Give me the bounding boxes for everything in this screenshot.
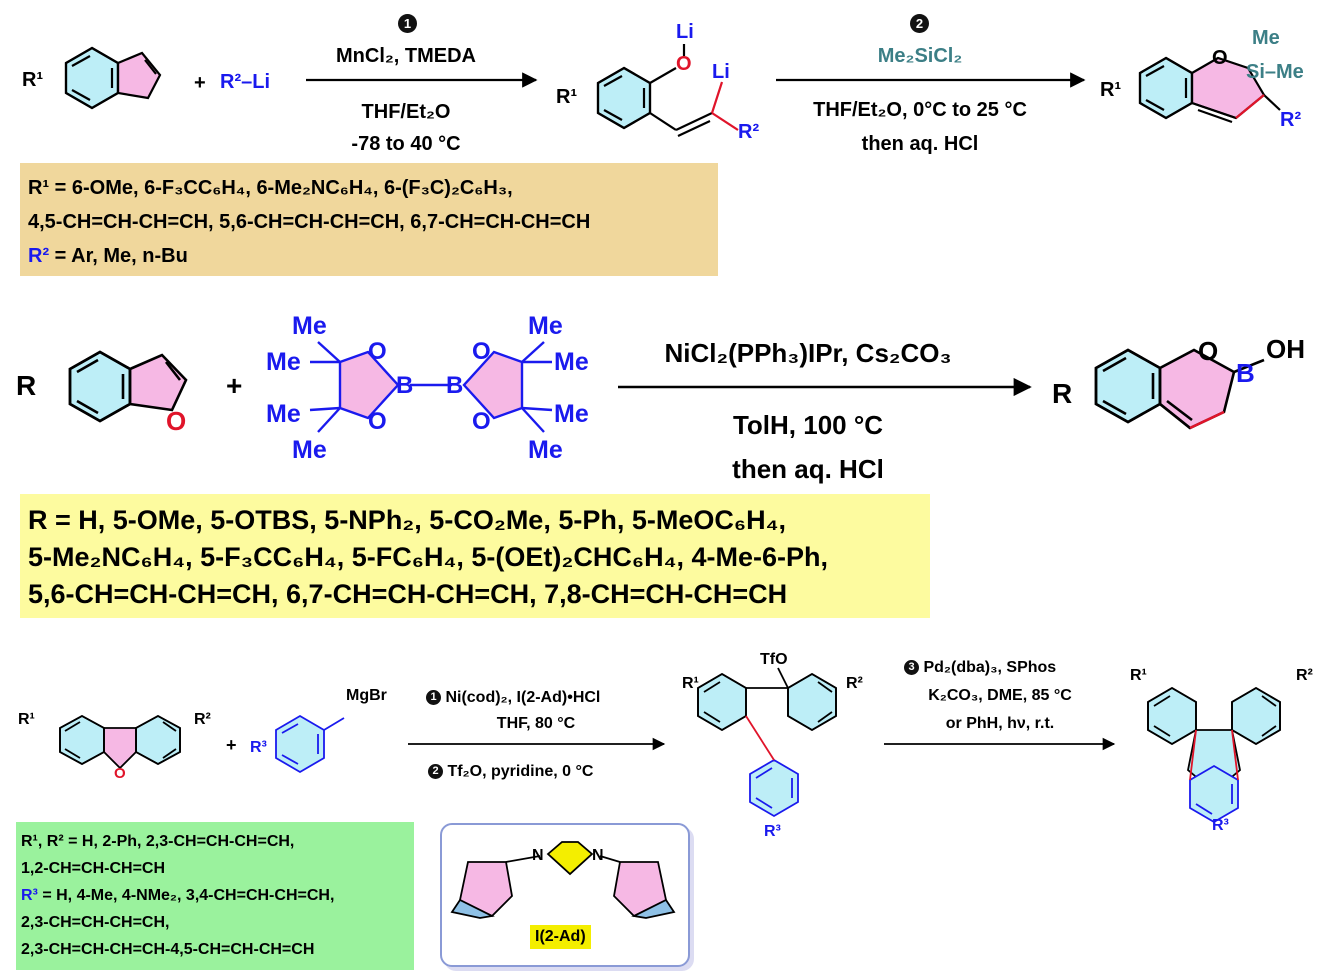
b2pin2 xyxy=(309,341,553,433)
s1-int-o: O xyxy=(676,53,692,75)
s2-prod-r: R xyxy=(1052,378,1073,409)
s2-furan-o: O xyxy=(166,406,187,436)
scope-box-3: R¹, R² = H, 2-Ph, 2,3-CH=CH-CH=CH, 1,2-C… xyxy=(16,822,414,970)
s1-prod-r1: R¹ xyxy=(1100,79,1122,101)
scope3-line4: 2,3-CH=CH-CH=CH, xyxy=(21,914,170,931)
s2-me-8: Me xyxy=(528,436,563,464)
s1-r1: R¹ xyxy=(22,69,44,91)
scope2-line2: 5-Me₂NC₆H₄, 5-F₃CC₆H₄, 5-FC₆H₄, 5-(OEt)₂… xyxy=(28,542,829,572)
s2-prod-oh: OH xyxy=(1266,334,1305,364)
s2-o-2: O xyxy=(368,408,387,435)
s3-step3-line2: K₂CO₃, DME, 85 °C xyxy=(928,687,1072,704)
scope1-line3: R² = Ar, Me, n-Bu xyxy=(20,239,718,273)
benzofuran-2 xyxy=(68,350,188,423)
s2-o-3: O xyxy=(472,338,491,365)
s1-prod-si-me: Si–Me xyxy=(1246,61,1304,83)
s3-step3-line3: or PhH, hν, r.t. xyxy=(945,715,1055,732)
s3-int-r1: R¹ xyxy=(682,675,699,692)
s1-int-li-o: Li xyxy=(676,21,694,43)
s1-step2-cond2: then aq. HCl xyxy=(861,133,979,155)
s3-step1-cond: THF, 80 °C xyxy=(496,715,576,732)
ligand-structure xyxy=(450,841,676,919)
s1-step2-badge: 2 xyxy=(910,14,929,33)
s2-prod-o: O xyxy=(1198,336,1219,366)
s3-plus: + xyxy=(226,735,237,755)
benzofuran-1 xyxy=(64,46,162,110)
s3-prod-r3: R³ xyxy=(1212,817,1229,834)
scope-box-2: R = H, 5-OMe, 5-OTBS, 5-NPh₂, 5-CO₂Me, 5… xyxy=(20,494,930,618)
s2-cond-bottom1: TolH, 100 °C xyxy=(732,410,884,440)
scope3-r3-label: R³ xyxy=(21,887,38,904)
scope3-r3-values: = H, 4-Me, 4-NMe₂, 3,4-CH=CH-CH=CH, xyxy=(37,887,335,904)
scope1-line2: 4,5-CH=CH-CH=CH, 5,6-CH=CH-CH=CH, 6,7-CH… xyxy=(28,211,591,233)
s1-cond-bottom2: -78 to 40 °C xyxy=(351,133,461,155)
s1-prod-r2: R² xyxy=(1280,109,1302,131)
s1-int-li-c: Li xyxy=(712,61,730,83)
s3-step1: 1 Ni(cod)₂, I(2-Ad)•HCl xyxy=(426,690,600,706)
s2-me-4: Me xyxy=(292,436,327,464)
scope2-line3: 5,6-CH=CH-CH=CH, 6,7-CH=CH-CH=CH, 7,8-CH… xyxy=(28,579,788,609)
scope3-line2: 1,2-CH=CH-CH=CH xyxy=(21,860,166,877)
scope1-line1: R¹ = 6-OMe, 6-F₃CC₆H₄, 6-Me₂NC₆H₄, 6-(F₃… xyxy=(28,177,513,199)
scope2-line1: R = H, 5-OMe, 5-OTBS, 5-NPh₂, 5-CO₂Me, 5… xyxy=(28,505,786,535)
intermediate-1 xyxy=(596,66,713,137)
s1-int-r1: R¹ xyxy=(556,86,578,108)
s2-cond-bottom2: then aq. HCl xyxy=(732,454,884,484)
s2-plus: + xyxy=(226,370,243,401)
s2-me-2: Me xyxy=(266,348,301,376)
scope3-line1: R¹, R² = H, 2-Ph, 2,3-CH=CH-CH=CH, xyxy=(21,833,295,850)
s3-r1: R¹ xyxy=(18,711,35,728)
s3-prod-r1: R¹ xyxy=(1130,667,1147,684)
s3-int-tfo: TfO xyxy=(760,651,788,668)
aryl-grignard xyxy=(275,714,345,774)
scope1-r2-label: R² xyxy=(28,245,50,267)
s2-b-1: B xyxy=(396,372,414,399)
scope3-line5: 2,3-CH=CH-CH=CH-4,5-CH=CH-CH=CH xyxy=(21,941,315,958)
s2-me-5: Me xyxy=(528,312,563,340)
ligand-n1: N xyxy=(532,847,544,864)
intermediate-3 xyxy=(697,667,837,732)
s2-me-1: Me xyxy=(292,312,327,340)
s1-cond-top: MnCl₂, TMEDA xyxy=(336,45,476,67)
product-2 xyxy=(1094,348,1265,430)
s1-int-r2: R² xyxy=(738,121,760,143)
s3-step3-line1: 3 Pd₂(dba)₃, SPhos xyxy=(904,660,1056,676)
scope-box-1: R¹ = 6-OMe, 6-F₃CC₆H₄, 6-Me₂NC₆H₄, 6-(F₃… xyxy=(20,163,718,276)
s1-step2-reagent: Me₂SiCl₂ xyxy=(877,45,963,67)
s1-plus: + xyxy=(194,72,206,94)
s1-step2-cond1: THF/Et₂O, 0°C to 25 °C xyxy=(813,99,1027,121)
scope1-r2-values: = Ar, Me, n-Bu xyxy=(49,245,188,267)
s1-step1-badge: 1 xyxy=(398,14,417,33)
dibenzofuran xyxy=(59,714,181,770)
s2-o-4: O xyxy=(472,408,491,435)
product-1 xyxy=(1138,56,1281,124)
s1-cond-bottom1: THF/Et₂O xyxy=(361,101,451,123)
s2-me-6: Me xyxy=(554,348,589,376)
s1-prod-me-top: Me xyxy=(1252,27,1280,49)
s2-me-3: Me xyxy=(266,400,301,428)
ligand-n2: N xyxy=(592,847,604,864)
s3-step2: 2 Tf₂O, pyridine, 0 °C xyxy=(428,764,593,780)
scope3-line3: R³ = H, 4-Me, 4-NMe₂, 3,4-CH=CH-CH=CH, xyxy=(16,882,414,909)
ligand-label: I(2-Ad) xyxy=(530,925,591,949)
s2-prod-b: B xyxy=(1236,358,1255,388)
intermediate-3-aryl xyxy=(749,758,799,818)
s3-r2: R² xyxy=(194,711,211,728)
s3-furan-o: O xyxy=(114,765,126,782)
s3-prod-r2: R² xyxy=(1296,667,1313,684)
s3-grignard-mgbr: MgBr xyxy=(346,687,387,704)
s2-o-1: O xyxy=(368,338,387,365)
s3-int-r2: R² xyxy=(846,675,863,692)
s2-cond-top: NiCl₂(PPh₃)IPr, Cs₂CO₃ xyxy=(664,338,952,368)
s1-r2li: R²–Li xyxy=(220,71,270,93)
s1-prod-o: O xyxy=(1212,47,1228,69)
s2-me-7: Me xyxy=(554,400,589,428)
s3-int-r3: R³ xyxy=(764,823,781,840)
s3-grignard-r3: R³ xyxy=(250,739,267,756)
s2-r: R xyxy=(16,370,37,401)
s2-b-2: B xyxy=(446,372,464,399)
